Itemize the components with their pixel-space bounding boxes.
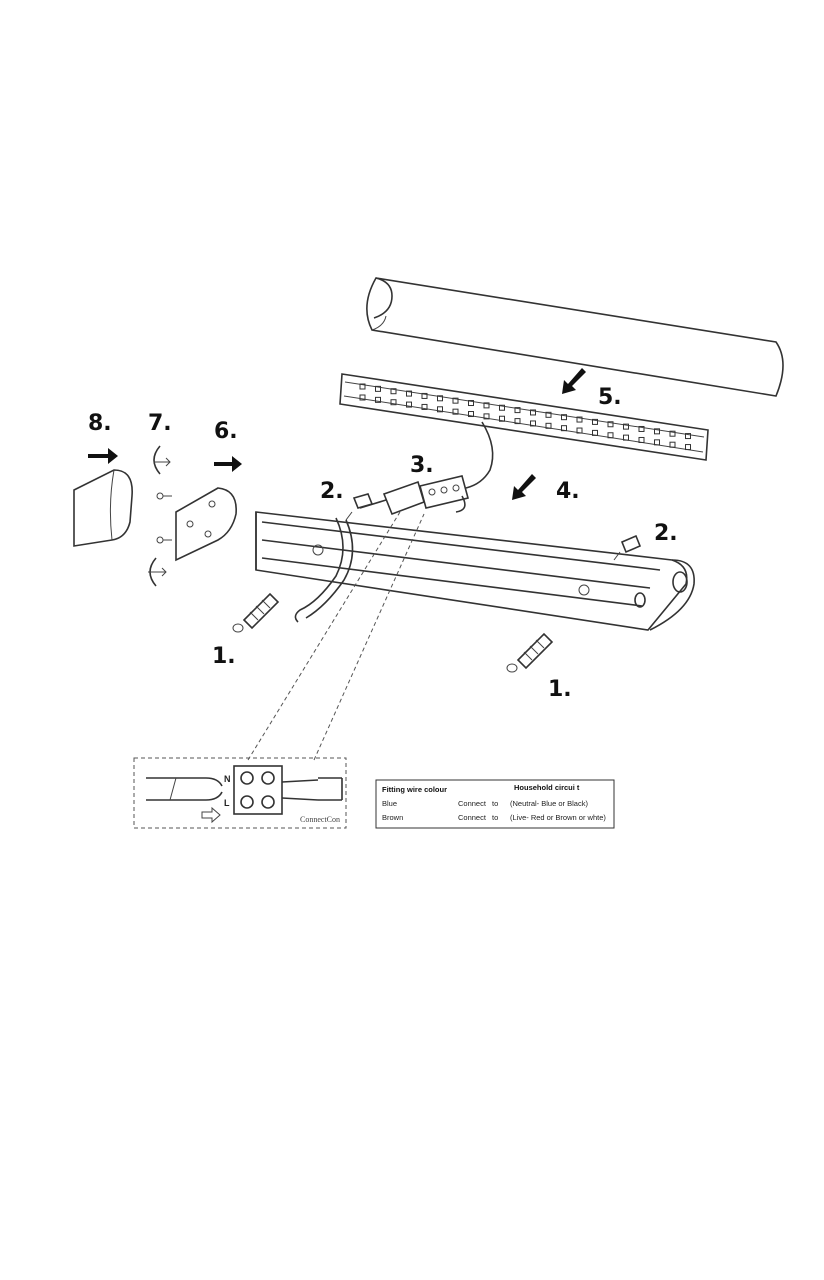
table-cell: to	[492, 799, 498, 808]
end-cap-screws	[156, 492, 172, 544]
led-chip	[638, 425, 645, 432]
wall-plug-right	[506, 632, 554, 673]
led-chip	[375, 385, 381, 392]
end-cap	[73, 469, 133, 547]
step-label-8: 8.	[88, 411, 112, 436]
led-chip	[390, 399, 397, 406]
led-chip	[452, 397, 459, 404]
table-cell: (Live- Red or Brown or whte)	[510, 813, 606, 822]
step-label-2-right: 2.	[654, 521, 678, 546]
rotate-arrow-bottom-icon	[148, 557, 167, 587]
connector-detail-inset: N L ConnectCon	[133, 757, 347, 829]
table-cell: Connect	[458, 799, 487, 808]
led-chip	[406, 401, 412, 408]
table-cell: (Neutral- Blue or Black)	[510, 799, 588, 808]
led-chip	[390, 388, 397, 395]
wiring-table: Fitting wire colour Household circui t B…	[375, 779, 615, 829]
terminal-connector	[359, 475, 469, 516]
led-chip	[514, 418, 521, 425]
led-chip	[468, 411, 474, 418]
led-chip	[638, 436, 645, 443]
led-chip	[576, 427, 583, 434]
neutral-label: N	[224, 774, 231, 784]
table-cell: Blue	[382, 799, 397, 808]
table-cell: Brown	[382, 813, 403, 822]
led-chip	[468, 400, 474, 407]
led-chip	[623, 423, 629, 430]
led-chip	[437, 395, 443, 402]
led-chip	[592, 418, 598, 425]
diffuser-tube	[366, 277, 784, 397]
step-label-1-left: 1.	[212, 644, 236, 669]
step-label-7: 7.	[148, 411, 172, 436]
table-cell: Connect	[458, 813, 487, 822]
led-chip	[499, 415, 505, 422]
led-chip	[375, 396, 381, 403]
led-chip	[607, 432, 614, 439]
arrow-step-4	[512, 474, 536, 500]
led-chip	[654, 428, 660, 435]
connector-brand: ConnectCon	[300, 815, 340, 824]
led-chip	[685, 433, 691, 440]
end-mount-plate	[175, 487, 237, 562]
table-header-fitting-wire: Fitting wire colour	[382, 785, 447, 794]
led-chip	[359, 383, 366, 390]
table-header-household-circuit: Household circui t	[514, 783, 580, 792]
led-chip	[669, 430, 676, 437]
rotate-arrow-top-icon	[153, 445, 171, 475]
led-chip	[530, 409, 536, 416]
step-label-5: 5.	[598, 385, 622, 410]
base-rail	[255, 511, 695, 631]
step-label-2-left: 2.	[320, 479, 344, 504]
led-chip	[623, 434, 629, 441]
led-chip	[421, 392, 428, 399]
table-cell: to	[492, 813, 498, 822]
live-label: L	[224, 798, 230, 808]
led-chip	[592, 429, 598, 436]
led-chip	[607, 421, 614, 428]
step-label-6: 6.	[214, 419, 238, 444]
led-chip	[483, 413, 490, 420]
arrow-step-8	[88, 448, 118, 464]
led-chip	[421, 403, 428, 410]
led-chip	[499, 404, 505, 411]
led-chip	[669, 441, 676, 448]
screw-right	[613, 534, 642, 561]
led-chip	[654, 439, 660, 446]
arrow-step-5	[562, 368, 586, 394]
led-chip	[437, 406, 443, 413]
led-strip-board	[339, 373, 709, 489]
led-chip	[406, 390, 412, 397]
step-label-4: 4.	[556, 479, 580, 504]
screw-left	[345, 493, 374, 521]
led-chip	[530, 420, 536, 427]
led-chip	[483, 402, 490, 409]
led-chip	[685, 444, 691, 451]
led-chip	[545, 411, 552, 418]
led-chip	[359, 394, 366, 401]
led-chip	[545, 422, 552, 429]
led-chip	[561, 414, 567, 421]
led-chip	[514, 407, 521, 414]
led-chip	[561, 425, 567, 432]
wall-plug-left	[232, 592, 280, 633]
step-label-1-right: 1.	[548, 677, 572, 702]
step-label-3: 3.	[410, 453, 434, 478]
arrow-step-6	[214, 456, 242, 472]
led-chip	[452, 408, 459, 415]
led-chip	[576, 416, 583, 423]
